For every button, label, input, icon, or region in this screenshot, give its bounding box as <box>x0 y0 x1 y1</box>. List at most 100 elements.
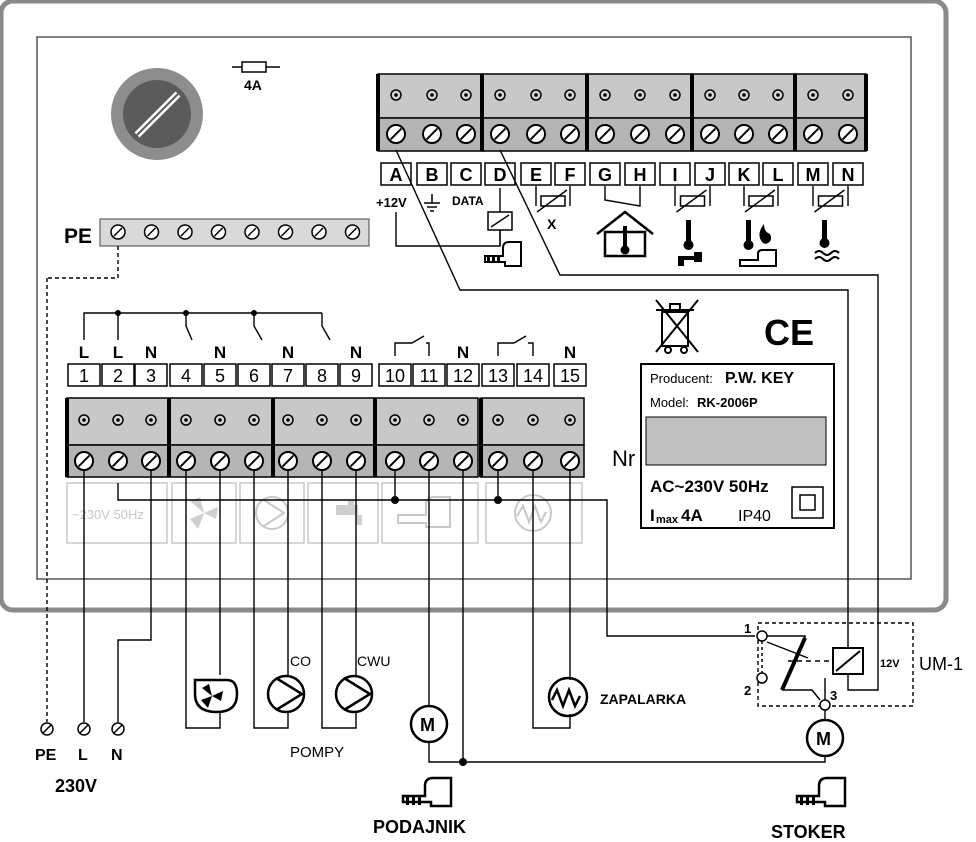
bottom-terminal-block <box>167 397 273 478</box>
svg-text:11: 11 <box>420 366 439 386</box>
water-thermometer-icon <box>814 220 840 262</box>
svg-text:N: N <box>842 165 855 185</box>
pe-screw[interactable] <box>344 224 361 240</box>
mains-icon-label: ~230V 50Hz <box>72 507 144 522</box>
terminal-screw[interactable] <box>490 124 510 144</box>
terminal-screw[interactable] <box>803 124 823 144</box>
svg-text:J: J <box>705 165 715 185</box>
terminal-screw[interactable] <box>210 451 230 471</box>
bottom-terminal-number: 4 <box>169 363 203 387</box>
bottom-terminal-number: 9 <box>339 363 373 387</box>
feeder-icon <box>484 241 522 267</box>
terminal-screw[interactable] <box>526 124 546 144</box>
terminal-screw[interactable] <box>665 124 685 144</box>
terminal-screw[interactable] <box>108 451 128 471</box>
pe-screw[interactable] <box>311 224 327 240</box>
nr-label: Nr <box>612 446 635 471</box>
bottom-terminal-blocks <box>65 397 585 478</box>
top-terminal-letter: F <box>554 162 586 186</box>
terminal-screw[interactable] <box>346 451 366 471</box>
um1-pin-3: 3 <box>830 688 837 703</box>
sensor-symbols <box>535 186 849 213</box>
um1-pin-2: 2 <box>744 683 751 698</box>
terminal-screw[interactable] <box>141 451 161 471</box>
pe-screw[interactable] <box>177 224 193 240</box>
bottom-terminal-number: 13 <box>481 363 515 387</box>
svg-text:3: 3 <box>146 366 156 386</box>
terminal-screw[interactable] <box>385 451 405 471</box>
bottom-terminal-number: 8 <box>305 363 339 387</box>
terminal-screw[interactable] <box>176 451 196 471</box>
terminal-screw[interactable] <box>488 451 508 471</box>
pe-screw[interactable] <box>143 224 160 240</box>
terminal-screw[interactable] <box>734 124 754 144</box>
mains-pe-label: PE <box>35 747 57 764</box>
terminal-screw[interactable] <box>456 124 476 144</box>
stoker-motor-icon <box>805 718 845 758</box>
power-knob[interactable] <box>111 68 203 160</box>
terminal-screw[interactable] <box>560 124 580 144</box>
temperature-sensor-symbol <box>674 186 711 213</box>
terminal-screw[interactable] <box>595 124 615 144</box>
pe-screw[interactable] <box>210 224 227 240</box>
svg-text:9: 9 <box>351 366 361 386</box>
terminal-screw[interactable] <box>419 451 439 471</box>
pe-screw[interactable] <box>244 224 260 240</box>
temperature-sensor-symbol <box>812 186 849 213</box>
label-zapalarka: ZAPALARKA <box>600 691 686 707</box>
wire-a-to-um1 <box>395 149 849 643</box>
top-terminal-letter: C <box>450 162 482 186</box>
terminal-screw[interactable] <box>523 451 543 471</box>
svg-text:6: 6 <box>249 366 259 386</box>
bottom-terminal-block <box>271 397 375 478</box>
top-terminal-letter: A <box>380 162 412 186</box>
top-terminal-letter: N <box>832 162 864 186</box>
top-terminal-block <box>793 73 867 152</box>
pe-screw[interactable] <box>110 224 126 240</box>
imax-prefix: I <box>650 506 655 525</box>
terminal-screw[interactable] <box>630 124 650 144</box>
terminal-screw[interactable] <box>312 451 332 471</box>
label-stoker: STOKER <box>771 822 846 842</box>
pe-bar-label: PE <box>64 225 92 248</box>
svg-text:5: 5 <box>215 366 225 386</box>
terminal-screw[interactable] <box>700 124 720 144</box>
weee-bin-icon <box>655 299 699 354</box>
bottom-terminal-block <box>479 397 585 478</box>
svg-text:H: H <box>634 165 647 185</box>
imax-sub: max <box>656 514 679 526</box>
terminal-screw[interactable] <box>560 451 580 471</box>
terminal-screw[interactable] <box>422 124 442 144</box>
bottom-terminal-number: 14 <box>516 363 550 387</box>
top-terminal-letter: J <box>694 162 726 186</box>
pe-terminal-bar <box>99 218 370 247</box>
svg-text:K: K <box>738 165 751 185</box>
stoker-icon <box>795 776 847 808</box>
ce-mark: CE <box>764 312 814 353</box>
terminal-screw[interactable] <box>768 124 788 144</box>
svg-text:I: I <box>672 165 677 185</box>
hot-water-tap-icon <box>678 220 702 266</box>
um1-voltage: 12V <box>880 658 900 670</box>
feeder-motor-label: M <box>420 715 435 735</box>
terminal-screw[interactable] <box>838 124 858 144</box>
top-terminal-letter: G <box>589 162 621 186</box>
top-terminal-block <box>480 73 589 152</box>
terminal-screw[interactable] <box>386 124 406 144</box>
room-sensor-link <box>604 186 641 207</box>
terminal-screw[interactable] <box>453 451 473 471</box>
top-terminal-letter: I <box>659 162 691 186</box>
bottom-terminal-letter: N <box>214 343 226 362</box>
relay-coil-icon <box>487 211 513 231</box>
fuse-symbol <box>232 61 280 73</box>
bottom-terminal-number: 2 <box>101 363 135 387</box>
fan-faded-icon <box>190 497 218 529</box>
top-terminal-letter: B <box>416 162 448 186</box>
mains-n-label: N <box>111 747 123 764</box>
pe-screw[interactable] <box>277 224 294 240</box>
terminal-screw[interactable] <box>244 451 264 471</box>
terminal-screw[interactable] <box>278 451 298 471</box>
terminal-screw[interactable] <box>74 451 94 471</box>
